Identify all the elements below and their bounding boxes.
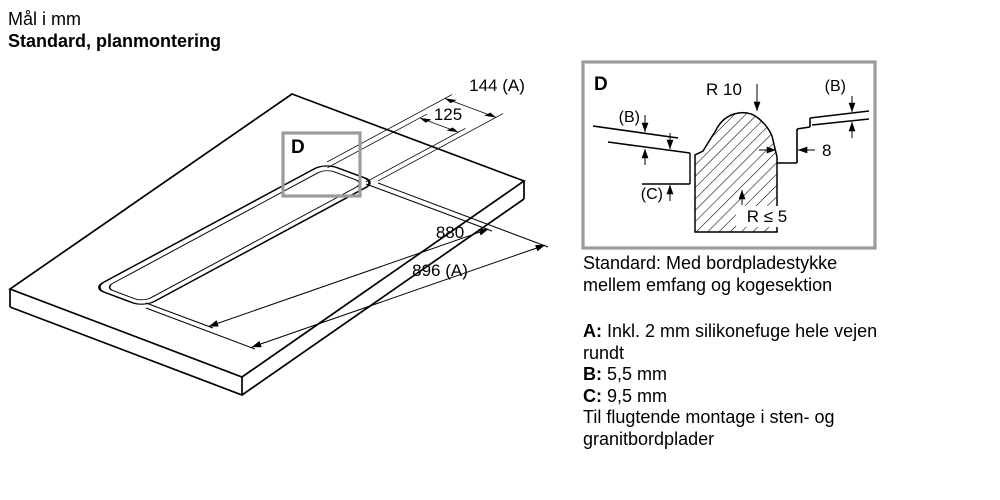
dim-text-c: (C) <box>641 186 663 203</box>
length-dimensions <box>145 182 549 350</box>
left-recess-step <box>642 153 691 185</box>
units-label: Mål i mm <box>8 9 81 29</box>
standard-note-line1: Standard: Med bordpladestykke <box>583 253 838 273</box>
note-b-text: 5,5 mm <box>607 364 668 384</box>
note-a-label: A: <box>583 321 602 341</box>
note-a: A: Inkl. 2 mm silikonefuge hele vejen <box>583 321 988 343</box>
worktop-thickness-edges <box>9 181 525 396</box>
extension-lines-width <box>326 94 504 183</box>
dim-line-125 <box>419 117 459 133</box>
slot-outer-edge <box>98 165 371 305</box>
note-c-text: 9,5 mm <box>607 385 668 406</box>
detail-callout-label: D <box>291 137 305 158</box>
slot-inner-edge <box>108 170 361 301</box>
note-a-text: Inkl. 2 mm silikonefuge hele vejen <box>607 321 878 341</box>
note-c-label: C: <box>583 385 602 406</box>
dim-line-144 <box>444 98 497 118</box>
detail-callout-box <box>281 131 362 198</box>
dim-text-880: 880 <box>436 223 464 242</box>
note-b-label: B: <box>583 364 602 384</box>
detail-section <box>592 84 870 233</box>
note-b: B: 5,5 mm <box>583 364 988 386</box>
worktop-isometric <box>8 93 526 396</box>
dim-text-b-right: (B) <box>825 78 846 95</box>
detail-view-border <box>581 60 877 250</box>
footer-note-line1: Til flugtende montage i sten- og <box>583 407 835 427</box>
right-surface-lines <box>777 110 870 164</box>
dim-text-gap: 8 <box>822 141 831 160</box>
standard-note-line2: mellem emfang og kogesektion <box>583 274 833 295</box>
dim-text-896: 896 (A) <box>412 261 468 280</box>
notes-block: Standard: Med bordpladestykke mellem emf… <box>583 253 988 450</box>
footer-note-line2: granitbordplader <box>583 428 715 449</box>
section-hatch-area <box>694 111 778 233</box>
dim-r5-text-mask <box>736 206 798 227</box>
dim-text-r5: R ≤ 5 <box>747 207 788 226</box>
note-a-cont: rundt <box>583 342 625 363</box>
dim-line-896 <box>251 244 546 348</box>
notes-spacer <box>583 296 988 321</box>
left-surface-lines <box>592 125 691 154</box>
extension-lines-length <box>145 182 549 350</box>
dim-text-125: 125 <box>434 105 462 124</box>
page-title: Standard, planmontering <box>8 31 222 51</box>
dim-text-r10: R 10 <box>706 80 742 99</box>
page-header: Mål i mm Standard, planmontering <box>8 8 221 52</box>
detail-view-label: D <box>594 74 608 95</box>
dim-text-144: 144 (A) <box>469 76 525 95</box>
note-c: C: 9,5 mm <box>583 386 988 408</box>
dim-text-b-left: (B) <box>619 109 640 126</box>
